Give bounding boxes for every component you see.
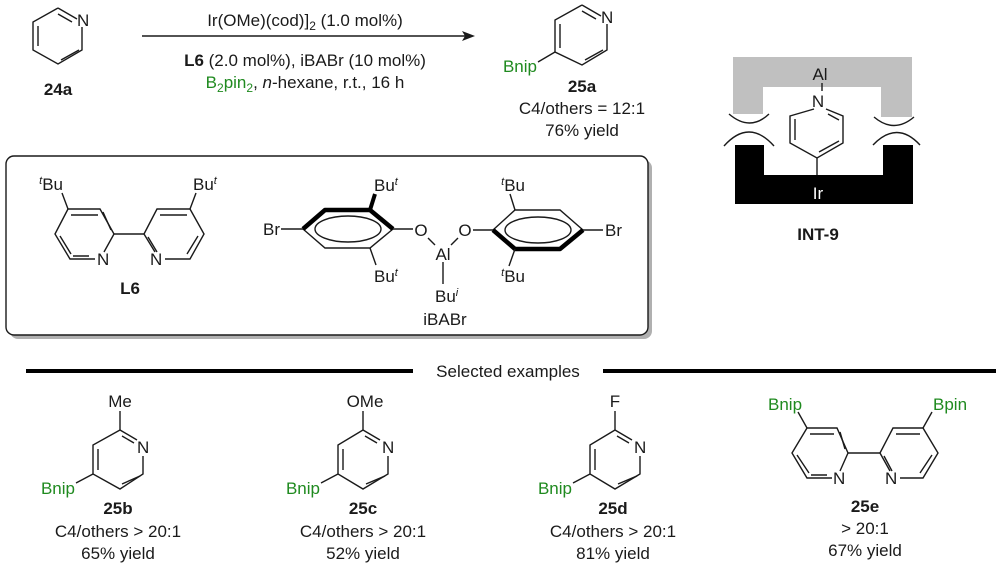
- example-selectivity: > 20:1: [841, 519, 889, 538]
- lewis-acid-ibabr-structure: Br Br O O Al But But tBu tBu Bui: [263, 176, 622, 306]
- atom-br: Br: [605, 221, 622, 240]
- example-yield: 81% yield: [576, 544, 650, 563]
- tbu-left: tBu: [39, 175, 63, 194]
- atom-al: Al: [435, 245, 450, 264]
- reagents-box: [5, 155, 652, 339]
- atom-n: N: [150, 250, 162, 269]
- example-label: 25e: [851, 497, 879, 516]
- boryl-group: Bnip: [286, 479, 320, 498]
- reaction-arrow: [142, 31, 475, 41]
- product-selectivity: C4/others = 12:1: [519, 99, 645, 118]
- example-selectivity: C4/others > 20:1: [300, 522, 426, 541]
- atom-n: N: [812, 92, 824, 111]
- atom-ir: Ir: [813, 184, 824, 203]
- product-yield: 76% yield: [545, 121, 619, 140]
- examples-header: Selected examples: [436, 362, 580, 381]
- arrow-head-icon: [462, 31, 475, 41]
- ligand-l6-structure: N N tBu But: [39, 175, 218, 269]
- substituent: Me: [108, 392, 132, 411]
- atom-n: N: [77, 11, 89, 30]
- substrate-24a-structure: N: [32, 7, 89, 65]
- example-25c-structure: N OMe Bnip: [286, 392, 394, 498]
- product-25a-structure: N Bnip: [503, 4, 613, 76]
- atom-n: N: [885, 469, 897, 488]
- atom-o: O: [458, 221, 471, 240]
- example-yield: 52% yield: [326, 544, 400, 563]
- example-label: 25d: [598, 499, 627, 518]
- atom-n: N: [382, 438, 394, 457]
- ibu-group: Bui: [435, 287, 459, 306]
- atom-al: Al: [812, 65, 827, 84]
- atom-n: N: [97, 250, 109, 269]
- example-label: 25b: [103, 499, 132, 518]
- boryl-group-left: Bnip: [768, 395, 802, 414]
- product-label: 25a: [568, 77, 597, 96]
- example-yield: 67% yield: [828, 541, 902, 560]
- example-yield: 65% yield: [81, 544, 155, 563]
- tbu-top-right: tBu: [501, 176, 525, 195]
- substrate-label: 24a: [44, 80, 73, 99]
- example-selectivity: C4/others > 20:1: [55, 522, 181, 541]
- intermediate-label: INT-9: [797, 225, 839, 244]
- substituent: OMe: [347, 392, 384, 411]
- atom-n: N: [634, 438, 646, 457]
- conditions-catalyst: Ir(OMe)(cod)]2 (1.0 mol%): [207, 11, 403, 33]
- substituent: F: [610, 392, 620, 411]
- boryl-group: Bnip: [41, 479, 75, 498]
- boryl-group-right: Bpin: [933, 395, 967, 414]
- tbu-top-left: But: [374, 176, 399, 195]
- example-25b-structure: N Me Bnip: [41, 392, 149, 498]
- tbu-right: But: [193, 175, 218, 194]
- atom-o: O: [414, 221, 427, 240]
- example-25d-structure: N F Bnip: [538, 392, 646, 498]
- ligand-label: L6: [120, 279, 140, 298]
- conditions-ligand: L6 (2.0 mol%), iBABr (10 mol%): [184, 51, 426, 70]
- tbu-bottom-left: But: [374, 267, 399, 286]
- example-selectivity: C4/others > 20:1: [550, 522, 676, 541]
- conditions-reagents: B2pin2, n-hexane, r.t., 16 h: [206, 73, 405, 95]
- boryl-group: Bnip: [538, 479, 572, 498]
- atom-br: Br: [263, 220, 280, 239]
- atom-n: N: [833, 469, 845, 488]
- boryl-group: Bnip: [503, 57, 537, 76]
- lewis-acid-label: iBABr: [423, 310, 467, 329]
- example-25e-structure: N N Bnip Bpin: [768, 395, 967, 488]
- tbu-bottom-right: tBu: [501, 267, 525, 286]
- intermediate-int9-diagram: Al N Ir: [723, 57, 921, 204]
- example-label: 25c: [349, 499, 377, 518]
- atom-n: N: [601, 8, 613, 27]
- ir-block: [735, 145, 913, 204]
- atom-n: N: [137, 438, 149, 457]
